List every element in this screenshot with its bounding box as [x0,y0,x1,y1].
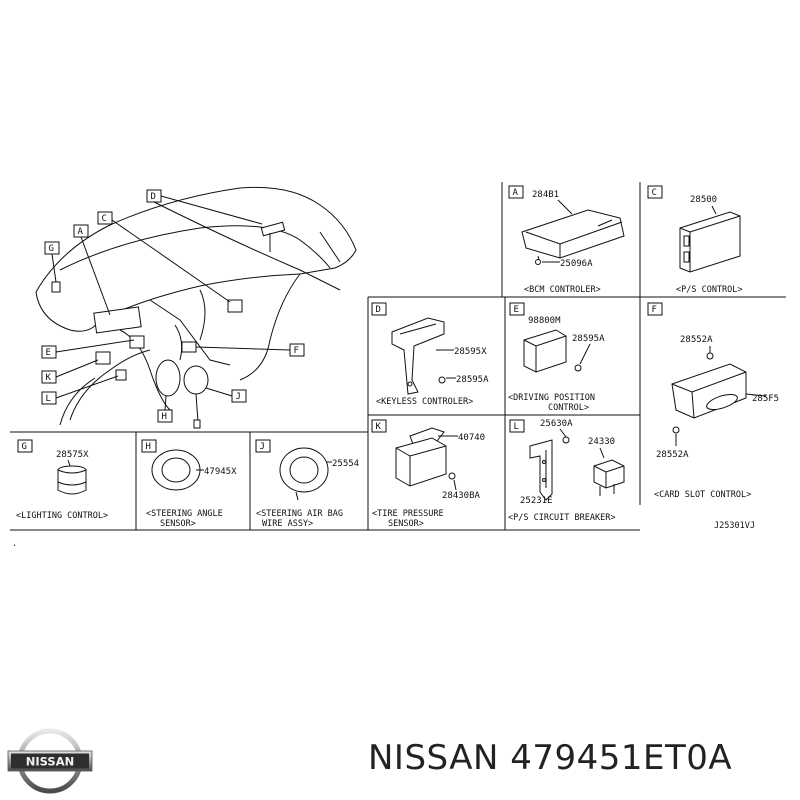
svg-text:D: D [376,305,381,315]
caption-J-line2: WIRE ASSY> [262,519,313,529]
overview-letter-G: G [49,244,54,254]
overview-letter-K: K [46,373,52,383]
part-28552A-top: 28552A [680,335,713,345]
section-H-steering-angle-sensor: H 47945X <STEERING ANGLE SENSOR> [141,439,237,529]
caption-K-line2: SENSOR> [388,519,424,529]
part-24330: 24330 [588,437,615,447]
overview-letter-C: C [102,214,107,224]
caption-E-line1: <DRIVING POSITION [508,393,595,403]
caption-H-line1: <STEERING ANGLE [146,509,223,519]
logo-text: NISSAN [26,755,74,769]
svg-text:F: F [652,305,657,315]
svg-text:A: A [513,188,519,198]
overview-letter-E: E [46,348,51,358]
overview-letter-L: L [46,394,51,404]
part-28500: 28500 [690,195,717,205]
part-98800M: 98800M [528,316,561,326]
svg-text:H: H [146,442,151,452]
part-28595A-E: 28595A [572,334,605,344]
part-40740: 40740 [458,433,485,443]
section-J-steering-air-bag-wire: J 25554 <STEERING AIR BAG WIRE ASSY> [255,439,359,529]
nissan-logo: NISSAN [7,728,93,794]
section-K-tire-pressure-sensor: K 40740 28430BA <TIRE PRESSURE SENSOR> [371,419,485,529]
svg-text:.: . [12,539,17,549]
caption-A: <BCM CONTROLER> [524,285,601,295]
section-C-ps-control: C 28500 <P/S CONTROL> [647,185,743,295]
caption-K-line1: <TIRE PRESSURE [372,509,444,519]
part-28552A-bottom: 28552A [656,450,689,460]
part-284B1: 284B1 [532,190,559,200]
part-25096A: 25096A [560,259,593,269]
section-E-driving-position-control: E 98800M 28595A <DRIVING POSITION CONTRO… [508,302,605,413]
section-G-lighting-control: G 28575X <LIGHTING CONTROL> [16,439,108,521]
svg-text:L: L [514,422,519,432]
part-25554: 25554 [332,459,359,469]
part-28575X: 28575X [56,450,89,460]
part-number-title: NISSAN 479451ET0A [368,738,733,778]
caption-D: <KEYLESS CONTROLER> [376,397,473,407]
svg-text:E: E [514,305,519,315]
overview-letter-F: F [294,346,299,356]
part-25630A: 25630A [540,419,573,429]
part-285F5: 285F5 [752,394,779,404]
svg-text:K: K [376,422,382,432]
caption-C: <P/S CONTROL> [676,285,743,295]
drawing-code: J25301VJ [714,521,755,531]
overview-callouts: D C A G E F K L H J [41,189,305,423]
section-L-ps-circuit-breaker: L 25630A 24330 25231E <P/S CIRCUIT BREAK… [508,419,625,523]
grid-frame [10,182,786,531]
svg-text:G: G [22,442,27,452]
part-28595X: 28595X [454,347,487,357]
svg-text:J: J [260,442,265,452]
caption-L: <P/S CIRCUIT BREAKER> [508,513,615,523]
section-F-card-slot-control: F 28552A 285F5 28552A <CARD SLOT CONTROL… [647,302,779,500]
caption-F: <CARD SLOT CONTROL> [654,490,751,500]
caption-G: <LIGHTING CONTROL> [16,511,108,521]
caption-H-line2: SENSOR> [160,519,196,529]
part-28595A-D: 28595A [456,375,489,385]
overview-letter-H: H [162,412,167,422]
part-47945X: 47945X [204,467,237,477]
section-D-keyless-controller: D 28595X 28595A <KEYLESS CONTROLER> [371,302,489,407]
part-25231E: 25231E [520,496,553,506]
dashboard-overview [35,186,357,429]
section-A-bcm-controller: A 284B1 25096A <BCM CONTROLER> [508,185,625,295]
svg-text:C: C [652,188,657,198]
part-28430BA: 28430BA [442,491,481,501]
caption-J-line1: <STEERING AIR BAG [256,509,343,519]
overview-letter-A: A [78,227,84,237]
caption-E-line2: CONTROL> [548,403,589,413]
overview-letter-J: J [236,392,241,402]
overview-letter-D: D [151,192,156,202]
